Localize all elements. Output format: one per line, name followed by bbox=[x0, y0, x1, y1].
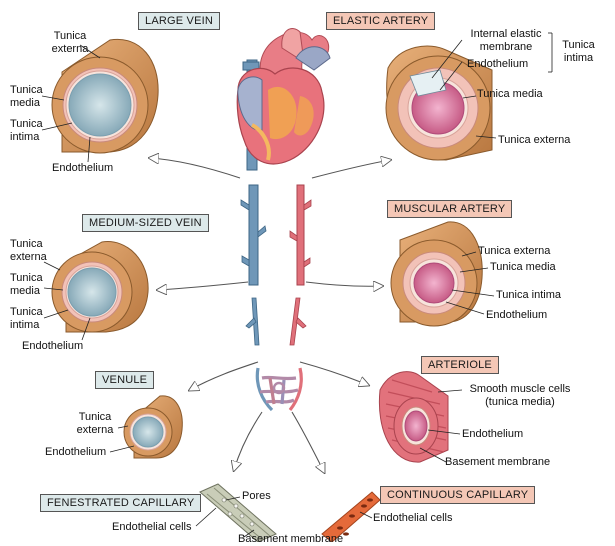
elastic-artery-tunica-externa-label: Tunica externa bbox=[498, 134, 571, 146]
capillary-bed bbox=[255, 367, 303, 412]
muscular-artery-leaders bbox=[445, 251, 495, 315]
label-line: media bbox=[10, 97, 40, 109]
continuous-capillary-leaders bbox=[359, 511, 373, 519]
label-line: Tunica bbox=[562, 39, 595, 51]
elastic-artery-title: ELASTIC ARTERY bbox=[326, 12, 436, 30]
heart-illustration bbox=[236, 28, 331, 171]
arteriole-smooth-muscle-label: Smooth muscle cells(tunica media) bbox=[462, 383, 578, 409]
fenestrated-capillary-illustration bbox=[199, 483, 277, 542]
elastic-artery-endothelium-label: Endothelium bbox=[467, 58, 529, 70]
arrow-to-elastic-artery bbox=[311, 160, 390, 179]
continuous-capillary-title: CONTINUOUS CAPILLARY bbox=[380, 486, 536, 504]
muscular-artery-endothelium-label: Endothelium bbox=[486, 309, 548, 321]
large-vein-leaders bbox=[41, 44, 101, 163]
medium-vein-illustration bbox=[51, 241, 149, 333]
elastic-artery-leaders bbox=[431, 32, 553, 139]
fenestrated-capillary-leaders bbox=[195, 496, 255, 538]
medium-vein-leaders bbox=[43, 261, 91, 341]
label-line: Tunica bbox=[10, 118, 43, 130]
arrow-to-venule bbox=[190, 361, 259, 390]
label-line: externa bbox=[51, 43, 89, 55]
muscular-artery-tunica-media-label: Tunica media bbox=[490, 261, 556, 273]
label-line: intima bbox=[563, 52, 594, 64]
venule-leaders bbox=[109, 425, 135, 453]
muscular-artery-tunica-externa-label: Tunica externa bbox=[478, 245, 551, 257]
venule-illustration bbox=[123, 395, 183, 459]
label-line: Tunica bbox=[10, 306, 43, 318]
label-line: media bbox=[10, 285, 40, 297]
elastic-artery-illustration bbox=[385, 45, 493, 161]
label-line: (tunica media) bbox=[485, 396, 555, 408]
arrows bbox=[150, 158, 390, 472]
muscular-artery-title: MUSCULAR ARTERY bbox=[387, 200, 513, 218]
large-vein-title: LARGE VEIN bbox=[138, 12, 221, 30]
arrow-to-continuous-capillary bbox=[291, 411, 324, 472]
arteriole-leaders bbox=[419, 389, 463, 463]
muscular-artery-tunica-intima-label: Tunica intima bbox=[496, 289, 562, 301]
label-line: Tunica bbox=[53, 30, 87, 42]
artery-trunk bbox=[289, 184, 312, 346]
label-line: Internal elastic bbox=[470, 28, 542, 40]
fenestrated-capillary-pores-label: Pores bbox=[242, 490, 271, 502]
arrow-to-large-vein bbox=[150, 158, 241, 179]
medium-vein-endothelium-label: Endothelium bbox=[22, 340, 84, 352]
label-line: Tunica bbox=[10, 84, 43, 96]
arrow-to-medium-vein bbox=[158, 281, 249, 290]
large-vein-endothelium-label: Endothelium bbox=[52, 162, 114, 174]
arteriole-illustration bbox=[378, 371, 449, 463]
venule-title: VENULE bbox=[95, 371, 155, 389]
fenestrated-capillary-basement-membrane-label: Basement membrane bbox=[238, 533, 344, 545]
vein-trunk bbox=[240, 184, 267, 346]
arteriole-basement-membrane-label: Basement membrane bbox=[445, 456, 551, 468]
continuous-capillary-endothelial-cells-label: Endothelial cells bbox=[373, 512, 453, 524]
elastic-artery-tunica-media-label: Tunica media bbox=[477, 88, 543, 100]
arrow-to-fenestrated-capillary bbox=[234, 411, 263, 470]
label-line: intima bbox=[10, 319, 40, 331]
label-line: externa bbox=[10, 251, 47, 263]
label-line: Tunica bbox=[10, 272, 43, 284]
arteriole-endothelium-label: Endothelium bbox=[462, 428, 524, 440]
arrow-to-arteriole bbox=[299, 361, 368, 385]
label-line: membrane bbox=[479, 41, 533, 53]
label-line: intima bbox=[10, 131, 40, 143]
fenestrated-capillary-title: FENESTRATED CAPILLARY bbox=[40, 494, 202, 512]
label-line: Smooth muscle cells bbox=[469, 383, 571, 395]
arteriole-title: ARTERIOLE bbox=[421, 356, 499, 374]
label-line: externa bbox=[76, 424, 114, 436]
large-vein-illustration bbox=[51, 38, 159, 154]
label-line: Tunica bbox=[78, 411, 112, 423]
arrow-to-muscular-artery bbox=[305, 282, 382, 286]
muscular-artery-illustration bbox=[390, 221, 483, 327]
fenestrated-capillary-endothelial-cells-label: Endothelial cells bbox=[112, 521, 192, 533]
label-line: Tunica bbox=[10, 238, 43, 250]
medium-vein-title: MEDIUM-SIZED VEIN bbox=[82, 214, 209, 232]
continuous-capillary-illustration bbox=[321, 491, 381, 542]
venule-endothelium-label: Endothelium bbox=[45, 446, 107, 458]
